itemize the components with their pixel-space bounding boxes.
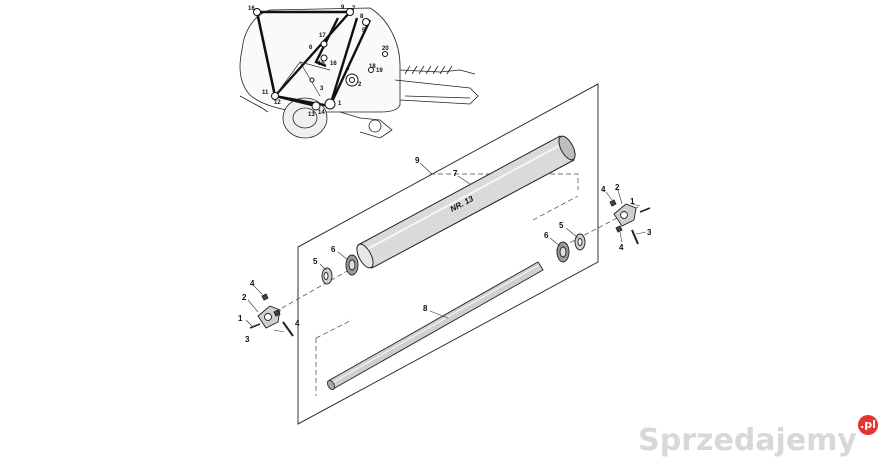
inset-label: 1 bbox=[338, 101, 342, 107]
inset-label: 4 bbox=[346, 66, 350, 72]
inset-label: 15 bbox=[318, 61, 325, 67]
callout-6: 6 bbox=[544, 231, 549, 240]
inset-label: 2 bbox=[358, 82, 362, 88]
bearings-right bbox=[556, 233, 586, 263]
callout-3: 3 bbox=[245, 335, 250, 344]
inset-label: 16 bbox=[330, 61, 337, 67]
inset-label: 14 bbox=[318, 110, 325, 116]
callout-4: 4 bbox=[295, 319, 300, 328]
inset-label: 16 bbox=[248, 6, 255, 12]
shaft bbox=[327, 261, 544, 391]
baler-inset-sketch bbox=[239, 7, 479, 139]
callout-9: 9 bbox=[415, 156, 420, 165]
callout-6: 6 bbox=[331, 245, 336, 254]
leader-lines bbox=[245, 162, 647, 333]
callout-5: 5 bbox=[559, 221, 564, 230]
callout-3: 3 bbox=[647, 228, 652, 237]
inset-label: 5 bbox=[362, 28, 366, 34]
inset-frame-lines bbox=[274, 61, 331, 97]
callout-4: 4 bbox=[619, 243, 624, 252]
callout-4: 4 bbox=[601, 185, 606, 194]
inset-label: 17 bbox=[319, 33, 326, 39]
inset-labels: 16 9 7 8 5 17 6 15 16 20 18 19 4 2 11 12… bbox=[248, 5, 389, 118]
callout-4: 4 bbox=[250, 279, 255, 288]
inset-label: 6 bbox=[309, 45, 313, 51]
inset-label: 18 bbox=[369, 64, 376, 70]
callout-1: 1 bbox=[630, 197, 635, 206]
callout-8: 8 bbox=[423, 304, 428, 313]
inset-label: 8 bbox=[360, 14, 364, 20]
inset-belts bbox=[255, 10, 372, 108]
inset-label: 11 bbox=[262, 90, 269, 96]
flange-left bbox=[249, 293, 294, 337]
inset-label: 3 bbox=[320, 86, 324, 92]
watermark: Sprzedajemy.pl bbox=[638, 415, 878, 458]
callout-7: 7 bbox=[453, 169, 458, 178]
watermark-tld: .pl bbox=[858, 415, 878, 435]
inset-label: 19 bbox=[376, 68, 383, 74]
phantom-lines bbox=[267, 173, 641, 396]
inset-label: 12 bbox=[274, 100, 281, 106]
inset-rollers bbox=[253, 8, 388, 111]
callout-2: 2 bbox=[242, 293, 247, 302]
tube-roller: NR. 13 bbox=[356, 135, 576, 269]
callout-2: 2 bbox=[615, 183, 620, 192]
flange-right bbox=[609, 199, 651, 245]
callout-1: 1 bbox=[238, 314, 243, 323]
inset-label: 9 bbox=[341, 5, 345, 11]
watermark-text: Sprzedajemy bbox=[638, 423, 857, 458]
callout-5: 5 bbox=[313, 257, 318, 266]
callout-labels: 9 7 8 5 6 5 6 4 2 4 1 3 4 2 1 4 3 bbox=[238, 156, 652, 344]
inset-label: 7 bbox=[352, 6, 356, 12]
bearings-left bbox=[321, 254, 359, 285]
inset-label: 13 bbox=[308, 112, 315, 118]
inset-label: 20 bbox=[382, 46, 389, 52]
